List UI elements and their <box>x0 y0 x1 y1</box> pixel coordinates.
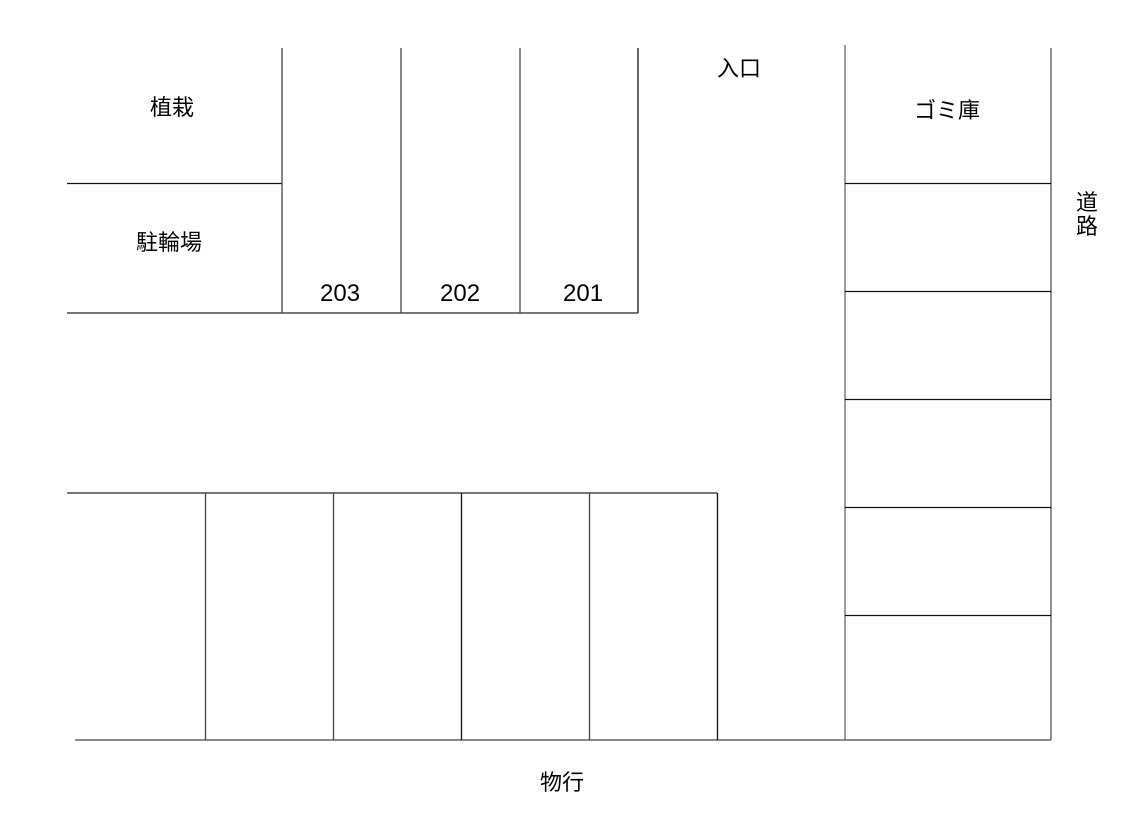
planting-label: 植栽 <box>150 96 195 121</box>
garbage-store-label: ゴミ庫 <box>914 99 981 124</box>
road-label-text: 道路 <box>1075 191 1098 240</box>
unit-label-201: 201 <box>563 280 604 307</box>
road-label: 道路 <box>1075 192 1099 240</box>
entrance-label: 入口 <box>717 57 762 82</box>
unit-label-203: 203 <box>320 280 361 307</box>
bicycle-parking-label: 駐輪場 <box>136 231 203 256</box>
storage-label: 物行 <box>540 771 585 796</box>
unit-label-202: 202 <box>440 280 481 307</box>
